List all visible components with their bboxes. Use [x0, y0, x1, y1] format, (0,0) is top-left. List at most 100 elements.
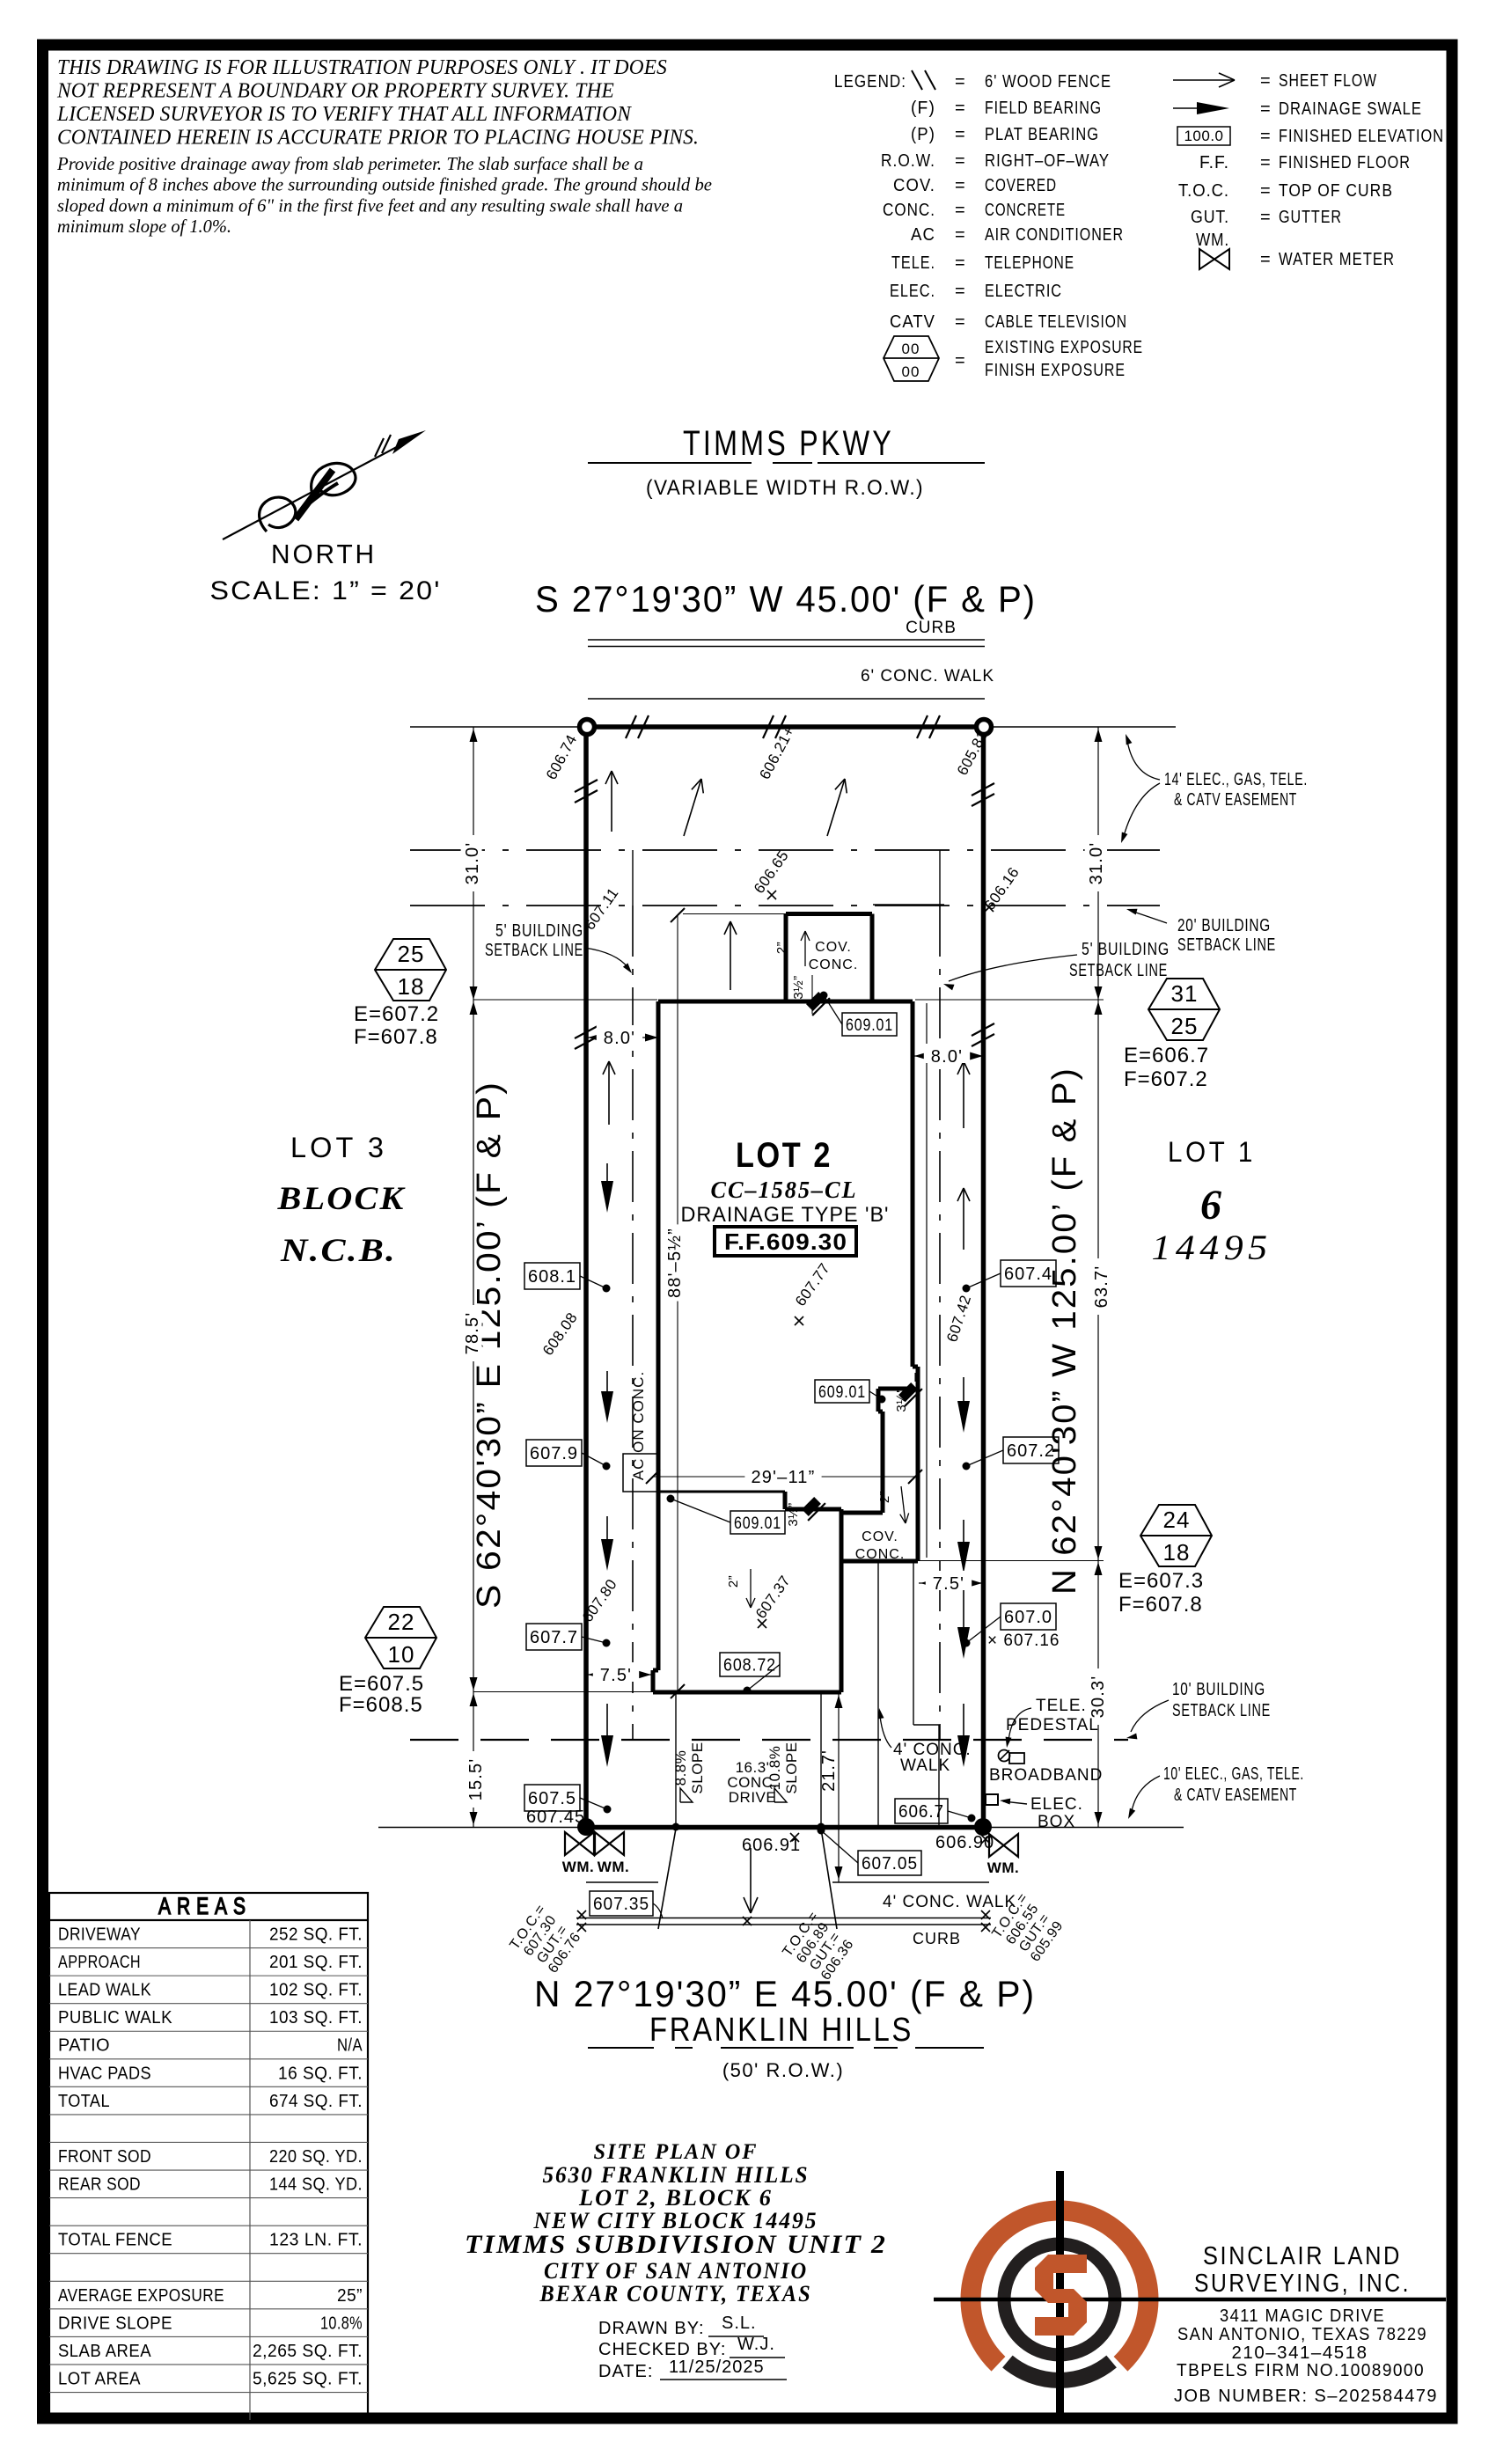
svg-text:29'–11”: 29'–11” — [751, 1468, 815, 1487]
svg-text:E=607.2: E=607.2 — [354, 1002, 439, 1026]
svg-text:2”: 2” — [877, 1491, 892, 1503]
svg-text:EXISTING EXPOSURE: EXISTING EXPOSURE — [985, 338, 1143, 357]
svg-text:607.45: 607.45 — [526, 1808, 585, 1827]
svg-text:3½”: 3½” — [791, 975, 806, 999]
svg-text:CHECKED BY:: CHECKED BY: — [598, 2340, 726, 2359]
svg-text:=: = — [955, 151, 966, 171]
svg-text:18: 18 — [398, 973, 425, 1000]
svg-text:00: 00 — [902, 363, 920, 380]
svg-text:R.O.W.: R.O.W. — [881, 151, 935, 171]
svg-text:16.3': 16.3' — [736, 1759, 770, 1776]
svg-text:607.05: 607.05 — [862, 1854, 918, 1874]
svg-text:24: 24 — [1163, 1507, 1191, 1533]
svg-text:BOX: BOX — [1038, 1813, 1075, 1831]
svg-text:88'–5½”: 88'–5½” — [665, 1228, 685, 1298]
svg-text:AIR CONDITIONER: AIR CONDITIONER — [985, 225, 1124, 245]
svg-text:(P): (P) — [911, 125, 935, 144]
svg-text:11/25/2025: 11/25/2025 — [669, 2358, 765, 2377]
svg-text:SLAB AREA: SLAB AREA — [58, 2342, 151, 2361]
svg-text:SURVEYING, INC.: SURVEYING, INC. — [1194, 2270, 1411, 2298]
svg-text:COV.: COV. — [893, 176, 935, 195]
svg-text:608.1: 608.1 — [528, 1267, 576, 1287]
svg-text:7.5': 7.5' — [933, 1574, 964, 1594]
svg-text:=: = — [1260, 181, 1272, 201]
svg-text:AREAS: AREAS — [158, 1893, 252, 1919]
svg-text:30.3': 30.3' — [1089, 1676, 1108, 1719]
svg-text:2,265 SQ. FT.: 2,265 SQ. FT. — [253, 2342, 363, 2361]
svg-text:WATER METER: WATER METER — [1279, 250, 1395, 269]
svg-text:minimum slope of 1.0%.: minimum slope of 1.0%. — [57, 216, 231, 237]
svg-text:LEGEND:: LEGEND: — [834, 72, 906, 92]
svg-text:COV.: COV. — [815, 940, 852, 955]
svg-text:LOT 2: LOT 2 — [736, 1136, 832, 1175]
svg-text:PLAT BEARING: PLAT BEARING — [985, 125, 1099, 144]
svg-text:ELECTRIC: ELECTRIC — [985, 282, 1062, 301]
svg-text:=: = — [955, 253, 966, 273]
svg-text:=: = — [955, 351, 966, 370]
svg-text:CONCRETE: CONCRETE — [985, 201, 1066, 220]
svg-text:CURB: CURB — [913, 1930, 961, 1947]
svg-text:4' CONC. WALK: 4' CONC. WALK — [883, 1893, 1016, 1911]
svg-text:COV.: COV. — [862, 1529, 898, 1544]
svg-text:CITY OF SAN ANTONIO: CITY OF SAN ANTONIO — [544, 2258, 808, 2284]
svg-text:144 SQ. YD.: 144 SQ. YD. — [269, 2175, 363, 2195]
svg-text:6' WOOD FENCE: 6' WOOD FENCE — [985, 72, 1111, 92]
svg-text:16 SQ. FT.: 16 SQ. FT. — [278, 2064, 363, 2083]
svg-text:sloped down a minimum of 6" in: sloped down a minimum of 6" in the first… — [57, 194, 683, 216]
svg-text:TOTAL FENCE: TOTAL FENCE — [58, 2231, 172, 2250]
svg-text:2”: 2” — [726, 1575, 741, 1588]
svg-text:WM.: WM. — [598, 1859, 629, 1875]
svg-text:TELE.: TELE. — [891, 253, 935, 273]
svg-text:DRAINAGE SWALE: DRAINAGE SWALE — [1279, 99, 1422, 119]
svg-text:COVERED: COVERED — [985, 176, 1057, 195]
svg-text:607.35: 607.35 — [593, 1895, 649, 1914]
svg-text:N 27°19'30” E 45.00' (F & P): N 27°19'30” E 45.00' (F & P) — [534, 1973, 1036, 2014]
svg-text:210–341–4518: 210–341–4518 — [1232, 2343, 1368, 2363]
svg-text:8.0': 8.0' — [604, 1029, 635, 1048]
svg-text:SLOPE: SLOPE — [783, 1742, 800, 1793]
svg-text:609.01: 609.01 — [818, 1383, 866, 1402]
svg-text:W.J.: W.J. — [737, 2335, 775, 2354]
svg-text:F.F.609.30: F.F.609.30 — [724, 1228, 847, 1255]
svg-text:DATE:: DATE: — [598, 2362, 653, 2381]
svg-text:102 SQ. FT.: 102 SQ. FT. — [269, 1981, 363, 2000]
svg-text:=: = — [1260, 208, 1272, 227]
svg-text:14' ELEC., GAS, TELE.: 14' ELEC., GAS, TELE. — [1164, 770, 1308, 789]
svg-text:=: = — [1260, 99, 1272, 119]
svg-text:CURB: CURB — [906, 619, 957, 637]
svg-text:SINCLAIR LAND: SINCLAIR LAND — [1203, 2242, 1402, 2270]
svg-text:TELEPHONE: TELEPHONE — [985, 253, 1074, 273]
svg-text:TOP OF CURB: TOP OF CURB — [1279, 181, 1393, 201]
svg-text:TOTAL: TOTAL — [58, 2092, 110, 2111]
svg-text:FINISHED FLOOR: FINISHED FLOOR — [1279, 153, 1411, 172]
svg-text:CONC.: CONC. — [727, 1774, 777, 1791]
svg-text:F=608.5: F=608.5 — [339, 1693, 423, 1717]
svg-text:674 SQ. FT.: 674 SQ. FT. — [269, 2092, 363, 2111]
svg-text:123 LN. FT.: 123 LN. FT. — [269, 2231, 363, 2250]
svg-text:18: 18 — [1163, 1539, 1191, 1566]
svg-text:GUTTER: GUTTER — [1279, 208, 1342, 227]
svg-text:CATV: CATV — [890, 312, 935, 332]
svg-text:ELEC.: ELEC. — [890, 282, 935, 301]
svg-text:N/A: N/A — [337, 2036, 363, 2056]
svg-text:S 27°19'30” W 45.00' (F & P): S 27°19'30” W 45.00' (F & P) — [535, 578, 1037, 620]
svg-text:607.5: 607.5 — [528, 1789, 576, 1808]
svg-text:3½': 3½' — [894, 1390, 909, 1412]
svg-text:AVERAGE EXPOSURE: AVERAGE EXPOSURE — [58, 2286, 224, 2306]
svg-text:TELE.: TELE. — [1036, 1697, 1087, 1715]
svg-text:N.C.B.: N.C.B. — [280, 1233, 397, 1269]
svg-text:63.7': 63.7' — [1092, 1265, 1111, 1309]
svg-text:minimum of 8 inches above the: minimum of 8 inches above the surroundin… — [57, 174, 712, 195]
svg-text:SETBACK LINE: SETBACK LINE — [1172, 1701, 1271, 1720]
svg-text:FIELD BEARING: FIELD BEARING — [985, 99, 1102, 118]
svg-text:& CATV EASEMENT: & CATV EASEMENT — [1174, 1786, 1297, 1805]
svg-text:=: = — [1260, 250, 1272, 269]
svg-text:AC ON CONC.: AC ON CONC. — [630, 1371, 647, 1480]
svg-text:(VARIABLE WIDTH R.O.W.): (VARIABLE WIDTH R.O.W.) — [646, 476, 924, 500]
svg-text:SAN ANTONIO, TEXAS 78229: SAN ANTONIO, TEXAS 78229 — [1177, 2325, 1427, 2344]
svg-text:SLOPE: SLOPE — [689, 1742, 706, 1793]
svg-text:CONC.: CONC. — [809, 957, 859, 972]
svg-text:606.91: 606.91 — [742, 1836, 801, 1855]
svg-text:DRIVE SLOPE: DRIVE SLOPE — [58, 2314, 172, 2333]
svg-text:607.9: 607.9 — [530, 1444, 578, 1463]
